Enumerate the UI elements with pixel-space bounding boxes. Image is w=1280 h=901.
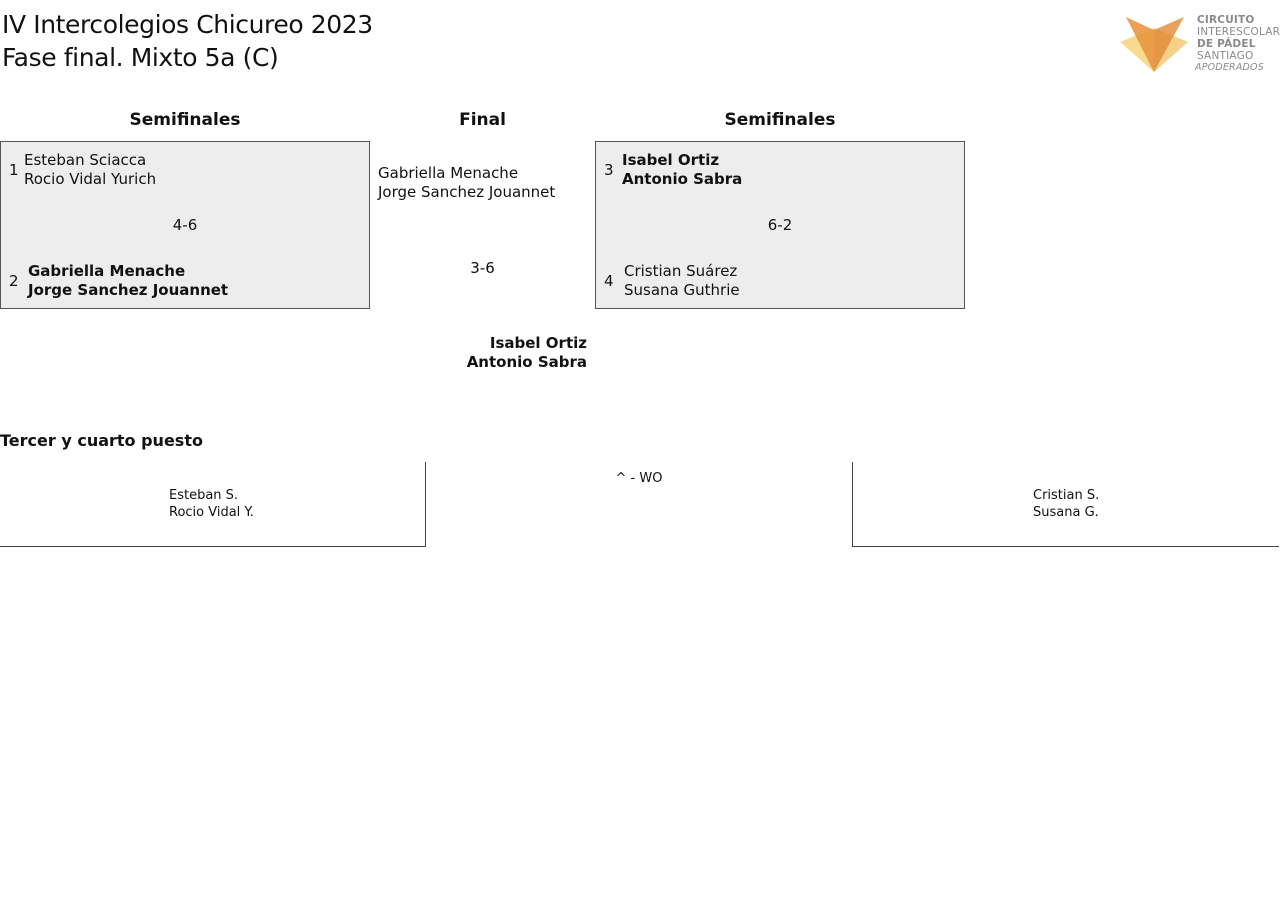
player-name: Isabel Ortiz <box>489 334 587 352</box>
match-score: 6-2 <box>767 216 793 234</box>
seed-number: 3 <box>604 161 614 179</box>
team-entry: Esteban S. Rocio Vidal Y. <box>169 487 254 521</box>
team-entry: Esteban Sciacca Rocio Vidal Yurich <box>24 151 156 189</box>
semifinal-left-match: 1 Esteban Sciacca Rocio Vidal Yurich 4-6… <box>0 141 370 309</box>
third-place-heading: Tercer y cuarto puesto <box>0 431 203 450</box>
round-heading-final: Final <box>459 110 506 130</box>
player-name: Rocio Vidal Yurich <box>24 170 157 188</box>
final-team-top: Gabriella Menache Jorge Sanchez Jouannet <box>378 164 555 202</box>
player-name: Gabriella Menache <box>28 262 186 280</box>
third-place-left-slot: Esteban S. Rocio Vidal Y. <box>0 462 426 547</box>
third-place-right-slot: Cristian S. Susana G. <box>852 462 1279 547</box>
player-name: Cristian Suárez <box>624 262 738 280</box>
winning-team-entry: Isabel Ortiz Antonio Sabra <box>622 151 742 189</box>
player-name: Jorge Sanchez Jouannet <box>378 183 556 201</box>
logo-line-5: APODERADOS <box>1195 62 1264 73</box>
seed-number: 1 <box>9 161 19 179</box>
semifinal-right-match: 3 Isabel Ortiz Antonio Sabra 6-2 4 Crist… <box>595 141 965 309</box>
player-name: Esteban S. <box>169 488 239 503</box>
round-heading-semifinal-right: Semifinales <box>724 110 836 130</box>
fox-logo-icon <box>1120 17 1188 72</box>
seed-number: 2 <box>9 272 19 290</box>
logo-line-3: DE PÁDEL <box>1197 38 1256 50</box>
round-heading-semifinal-left: Semifinales <box>129 110 241 130</box>
player-name: Antonio Sabra <box>622 170 743 188</box>
final-score: 3-6 <box>470 259 495 277</box>
player-name: Jorge Sanchez Jouannet <box>28 281 229 299</box>
match-score: 4-6 <box>172 216 198 234</box>
draw-subtitle: Fase final. Mixto 5a (C) <box>2 43 279 72</box>
player-name: Esteban Sciacca <box>24 151 147 169</box>
logo-line-2: INTERESCOLAR <box>1197 26 1280 38</box>
winning-team-entry: Gabriella Menache Jorge Sanchez Jouannet <box>28 262 228 300</box>
seed-number: 4 <box>604 272 614 290</box>
logo-line-1: CIRCUITO <box>1197 14 1255 26</box>
player-name: Susana G. <box>1033 505 1099 520</box>
player-name: Rocio Vidal Y. <box>169 505 254 520</box>
third-place-result: ^ - WO <box>615 471 663 486</box>
player-name: Gabriella Menache <box>378 164 519 182</box>
player-name: Cristian S. <box>1033 488 1100 503</box>
team-entry: Cristian S. Susana G. <box>1033 487 1099 521</box>
player-name: Antonio Sabra <box>466 353 587 371</box>
logo-line-4: SANTIAGO <box>1197 50 1254 62</box>
player-name: Isabel Ortiz <box>622 151 720 169</box>
circuit-logo: CIRCUITO INTERESCOLAR DE PÁDEL SANTIAGO … <box>1118 14 1280 76</box>
player-name: Susana Guthrie <box>624 281 740 299</box>
champion-team: Isabel Ortiz Antonio Sabra <box>370 334 587 372</box>
tournament-title: IV Intercolegios Chicureo 2023 <box>2 10 373 39</box>
team-entry: Cristian Suárez Susana Guthrie <box>624 262 740 300</box>
